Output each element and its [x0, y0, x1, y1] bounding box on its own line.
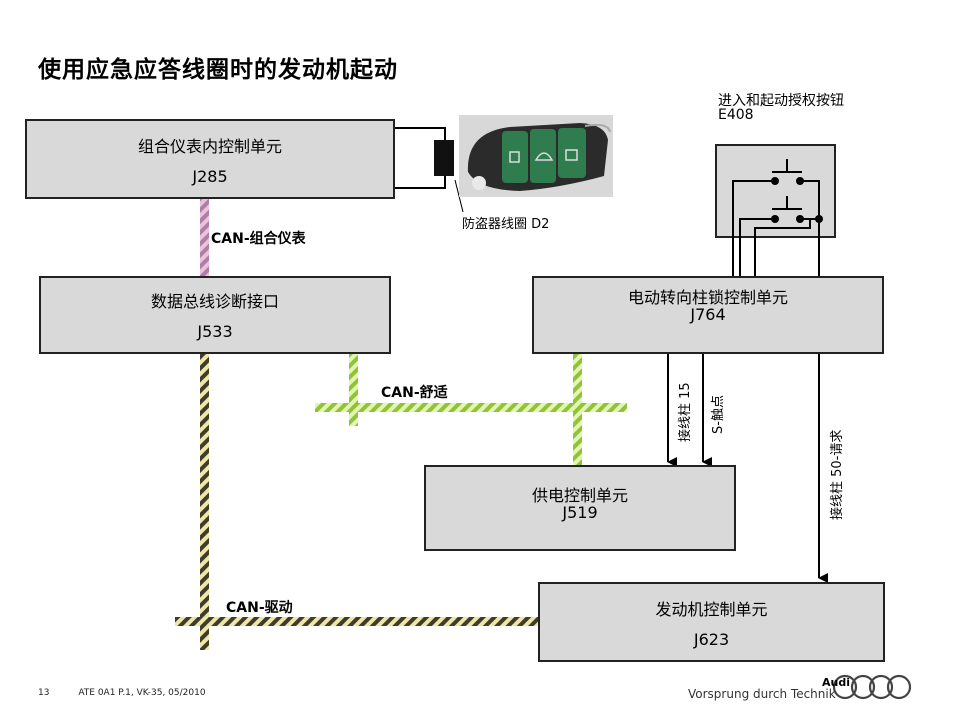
- can-comfort-label: CAN-舒适: [381, 385, 448, 401]
- coil-wire-bottom: [395, 172, 446, 189]
- unit-j519-name: 供电控制单元: [531, 486, 628, 505]
- s-contact-label: S-触点: [711, 395, 726, 434]
- button-e408-code: E408: [718, 107, 754, 123]
- unit-j764-name: 电动转向柱锁控制单元: [627, 288, 788, 307]
- can-drive-label: CAN-驱动: [226, 600, 293, 616]
- switch-contacts: [771, 177, 823, 223]
- brand-name: Audi: [822, 676, 850, 689]
- coil-wire-top: [395, 127, 446, 142]
- unit-j519: 供电控制单元 J519: [424, 465, 736, 551]
- page-number: 13: [38, 688, 50, 698]
- button-e408-label: 进入和起动授权按钮: [718, 93, 844, 109]
- unit-j623-name: 发动机控制单元: [655, 600, 768, 619]
- unit-j533-name: 数据总线诊断接口: [150, 292, 279, 311]
- brand-slogan: Vorsprung durch Technik: [688, 687, 836, 701]
- unit-j623: 发动机控制单元 J623: [538, 582, 885, 662]
- footer: 13 ATE 0A1 P.1, VK-35, 05/2010: [38, 688, 206, 698]
- unit-j285-name: 组合仪表内控制单元: [137, 137, 282, 156]
- unit-j623-code: J623: [693, 630, 730, 649]
- car-key-image: [459, 115, 613, 197]
- unit-j764: 电动转向柱锁控制单元 J764: [532, 276, 884, 354]
- footer-reference: ATE 0A1 P.1, VK-35, 05/2010: [78, 688, 206, 698]
- can-drive-hline: [175, 617, 540, 626]
- unit-j285-code: J285: [192, 167, 228, 186]
- can-drive-vline: [200, 353, 209, 650]
- unit-j764-code: J764: [690, 305, 726, 324]
- page-title: 使用应急应答线圈时的发动机起动: [38, 57, 398, 83]
- terminal50-label: 接线柱 50-请求: [830, 429, 845, 520]
- coil-label: 防盗器线圈 D2: [462, 217, 550, 232]
- unit-j285: 组合仪表内控制单元 J285: [25, 119, 395, 199]
- can-instrument-line: [200, 198, 209, 276]
- unit-j533: 数据总线诊断接口 J533: [39, 276, 391, 354]
- can-comfort-vline-left: [349, 353, 358, 426]
- terminal15-label: 接线柱 15: [678, 382, 693, 442]
- unit-j533-code: J533: [197, 322, 233, 341]
- can-comfort-hline: [315, 403, 627, 412]
- can-instrument-label: CAN-组合仪表: [211, 231, 306, 247]
- immobilizer-coil: [434, 140, 454, 176]
- unit-j519-code: J519: [562, 503, 598, 522]
- can-comfort-vline-right: [573, 353, 582, 466]
- audi-rings-logo: [832, 674, 912, 700]
